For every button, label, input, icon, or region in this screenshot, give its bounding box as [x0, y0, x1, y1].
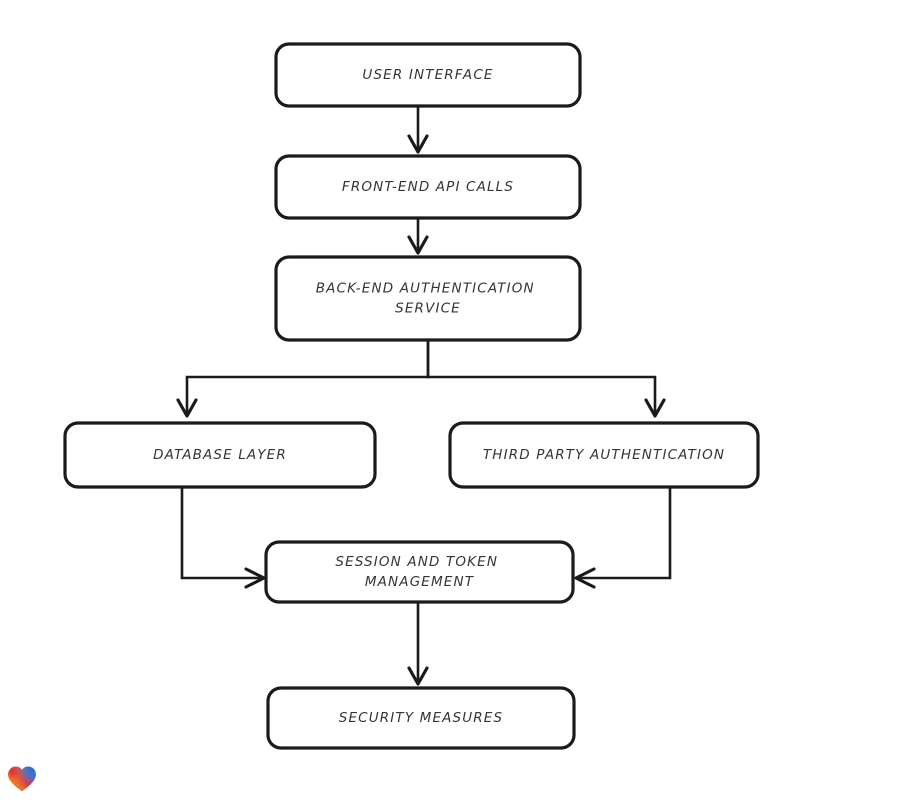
node-session-and-token-management[interactable]: SESSION AND TOKEN MANAGEMENT — [264, 540, 575, 604]
nodes-layer: USER INTERFACE FRONT-END API CALLS BACK-… — [63, 42, 760, 750]
edge-third-party-to-session-arrowhead — [574, 567, 596, 589]
node-front-end-api-calls-label: FRONT-END API CALLS — [342, 179, 514, 195]
node-third-party-authentication[interactable]: THIRD PARTY AUTHENTICATION — [448, 421, 760, 489]
node-security-measures-line-1: SECURITY MEASURES — [339, 710, 503, 726]
edge-backend-to-database-arrowhead — [176, 398, 198, 418]
node-user-interface[interactable]: USER INTERFACE — [274, 42, 582, 108]
node-back-end-authentication-service-line-2: SERVICE — [395, 301, 461, 317]
edge-backend-to-third-party — [426, 338, 666, 418]
edge-backend-to-third-party-line — [426, 338, 657, 416]
edge-api-to-backend-arrowhead — [407, 235, 429, 255]
node-database-layer[interactable]: DATABASE LAYER — [63, 421, 377, 489]
node-session-and-token-management-shape[interactable] — [264, 540, 575, 604]
node-session-and-token-management-label: SESSION AND TOKEN MANAGEMENT — [335, 554, 503, 590]
edge-database-to-session — [180, 485, 266, 589]
node-front-end-api-calls-line-1: FRONT-END API CALLS — [342, 179, 514, 195]
node-session-and-token-management-line-1: SESSION AND TOKEN — [335, 554, 498, 570]
node-third-party-authentication-shape[interactable] — [448, 421, 760, 489]
node-user-interface-shape[interactable] — [274, 42, 582, 108]
node-back-end-authentication-service[interactable]: BACK-END AUTHENTICATION SERVICE — [274, 255, 582, 342]
heart-icon — [8, 766, 36, 792]
edge-backend-to-database — [176, 338, 430, 418]
edge-third-party-to-session-line — [576, 485, 672, 580]
node-database-layer-line-1: DATABASE LAYER — [153, 447, 287, 463]
edge-session-to-security — [407, 600, 429, 686]
node-front-end-api-calls[interactable]: FRONT-END API CALLS — [274, 154, 582, 220]
edge-ui-to-api — [407, 104, 429, 154]
edge-ui-to-api-arrowhead — [407, 134, 429, 154]
node-database-layer-shape[interactable] — [63, 421, 377, 489]
edge-backend-to-database-line — [185, 338, 430, 416]
node-user-interface-label: USER INTERFACE — [362, 67, 493, 83]
node-front-end-api-calls-shape[interactable] — [274, 154, 582, 220]
node-session-and-token-management-line-2: MANAGEMENT — [365, 574, 475, 590]
node-security-measures[interactable]: SECURITY MEASURES — [266, 686, 576, 750]
edge-session-to-security-arrowhead — [407, 666, 429, 686]
node-database-layer-label: DATABASE LAYER — [153, 447, 287, 463]
edges-layer — [176, 104, 672, 686]
node-third-party-authentication-line-1: THIRD PARTY AUTHENTICATION — [483, 447, 725, 463]
edge-api-to-backend — [407, 216, 429, 255]
heart-icon-cool-overlay — [8, 766, 36, 792]
edge-third-party-to-session — [574, 485, 672, 589]
node-back-end-authentication-service-label: BACK-END AUTHENTICATION SERVICE — [316, 281, 541, 317]
node-security-measures-label: SECURITY MEASURES — [339, 710, 503, 726]
node-third-party-authentication-label: THIRD PARTY AUTHENTICATION — [483, 447, 725, 463]
node-security-measures-shape[interactable] — [266, 686, 576, 750]
edge-database-to-session-line — [180, 485, 264, 580]
node-back-end-authentication-service-line-1: BACK-END AUTHENTICATION — [316, 281, 535, 297]
edge-database-to-session-arrowhead — [244, 567, 266, 589]
node-user-interface-line-1: USER INTERFACE — [362, 67, 493, 83]
node-back-end-authentication-service-shape[interactable] — [274, 255, 582, 342]
edge-backend-to-third-party-arrowhead — [644, 398, 666, 418]
